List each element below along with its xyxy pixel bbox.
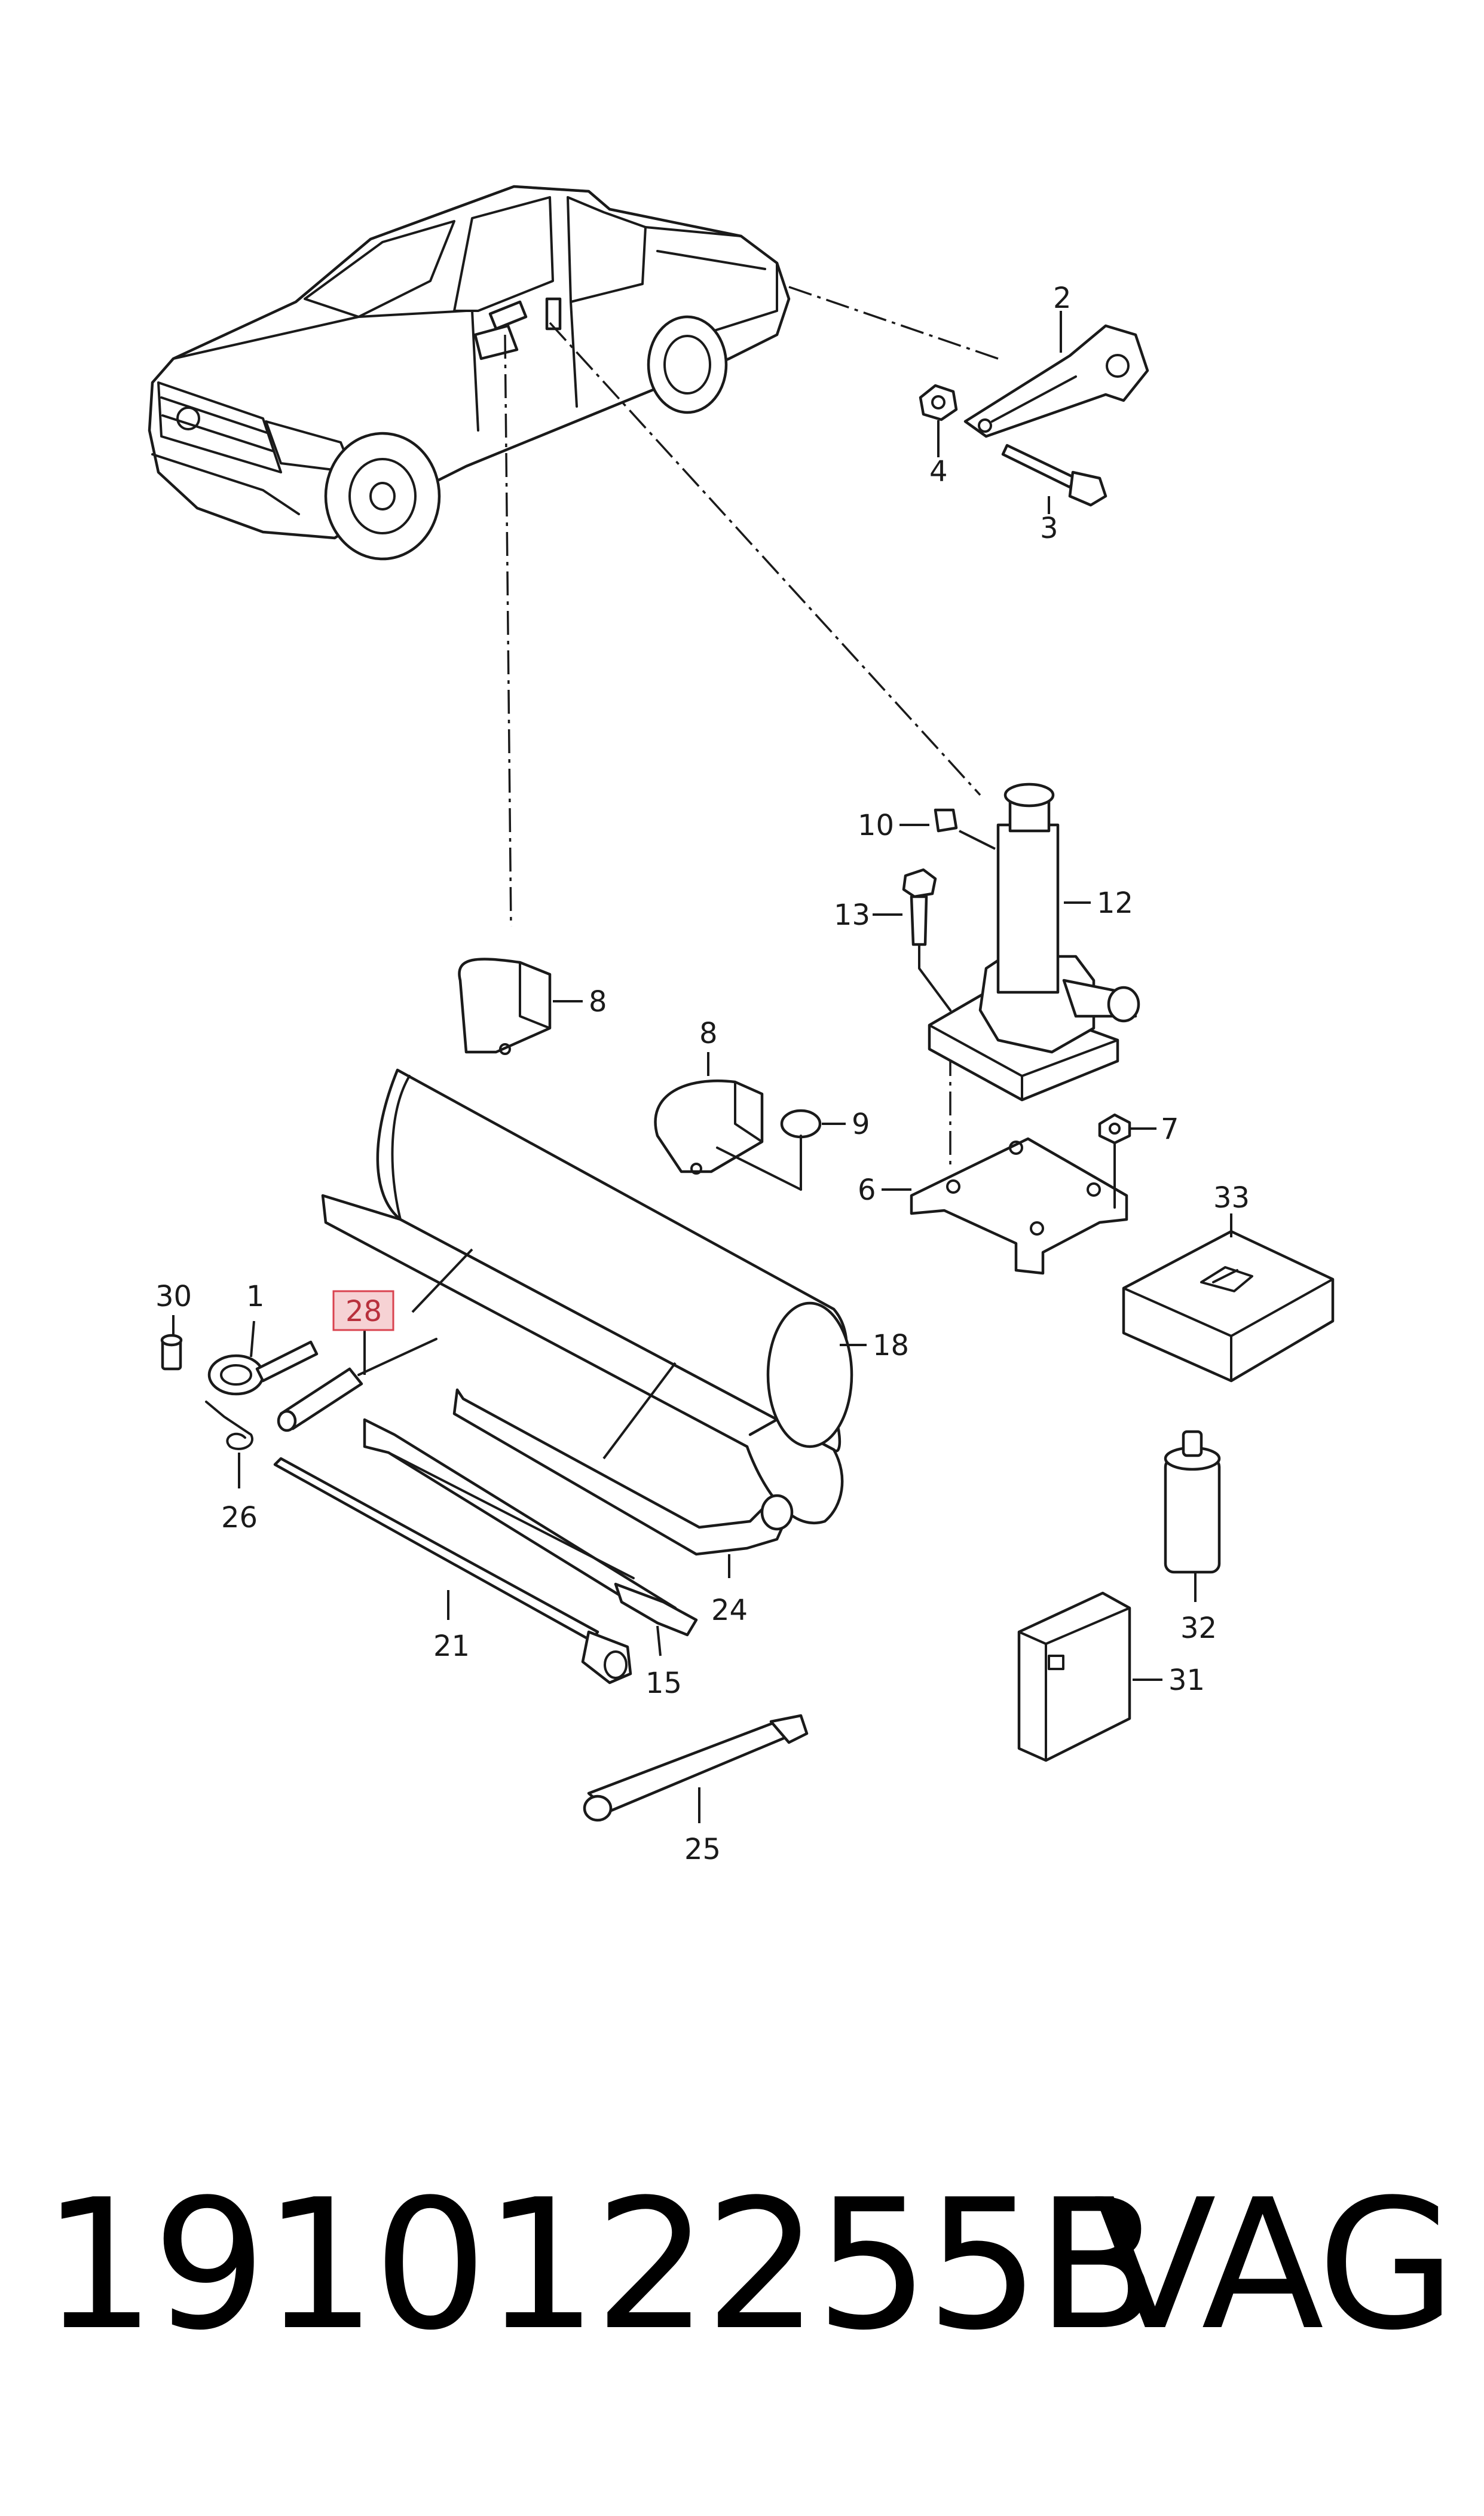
callout-31[interactable]: 31 (1168, 1664, 1205, 1697)
callout-labels: 2 3 4 10 12 13 8 8 9 7 6 33 18 30 1 28 2… (155, 282, 1250, 1866)
callout-7[interactable]: 7 (1161, 1112, 1179, 1146)
callout-30[interactable]: 30 (155, 1280, 192, 1313)
callout-15[interactable]: 15 (645, 1667, 682, 1700)
callout-12[interactable]: 12 (1097, 886, 1133, 920)
brand-label: VAG (1094, 2161, 1456, 2370)
callout-32[interactable]: 32 (1180, 1612, 1217, 1645)
callout-13[interactable]: 13 (834, 898, 870, 932)
vehicle-illustration (148, 185, 791, 561)
connector-lines (504, 286, 999, 1166)
callout-8-lower[interactable]: 8 (699, 1017, 718, 1050)
callout-10[interactable]: 10 (858, 809, 894, 842)
bracket-assembly (919, 324, 1149, 507)
callout-1[interactable]: 1 (246, 1280, 265, 1313)
jack-assembly (902, 782, 1140, 1275)
part-number: 191012255B (42, 2161, 1159, 2370)
footer: 191012255B VAG (0, 2176, 1484, 2391)
supports (458, 958, 822, 1191)
callout-21[interactable]: 21 (433, 1630, 470, 1663)
callout-26[interactable]: 26 (221, 1501, 258, 1534)
callout-3[interactable]: 3 (1040, 512, 1058, 545)
callout-18[interactable]: 18 (873, 1329, 909, 1362)
callout-2[interactable]: 2 (1053, 282, 1072, 315)
callout-9[interactable]: 9 (852, 1108, 870, 1141)
callout-28[interactable]: 28 (345, 1295, 382, 1328)
tool-tray (321, 1068, 853, 1524)
callout-4[interactable]: 4 (929, 455, 948, 488)
callout-33[interactable]: 33 (1213, 1181, 1250, 1215)
accessories (1017, 1230, 1335, 1762)
callout-24[interactable]: 24 (711, 1594, 748, 1627)
small-tools (160, 1334, 809, 1822)
leader-lines (172, 311, 1232, 1823)
callout-28-highlight (332, 1290, 394, 1331)
callout-6[interactable]: 6 (858, 1173, 876, 1207)
callout-25[interactable]: 25 (684, 1833, 721, 1866)
callout-8-upper[interactable]: 8 (589, 985, 607, 1019)
